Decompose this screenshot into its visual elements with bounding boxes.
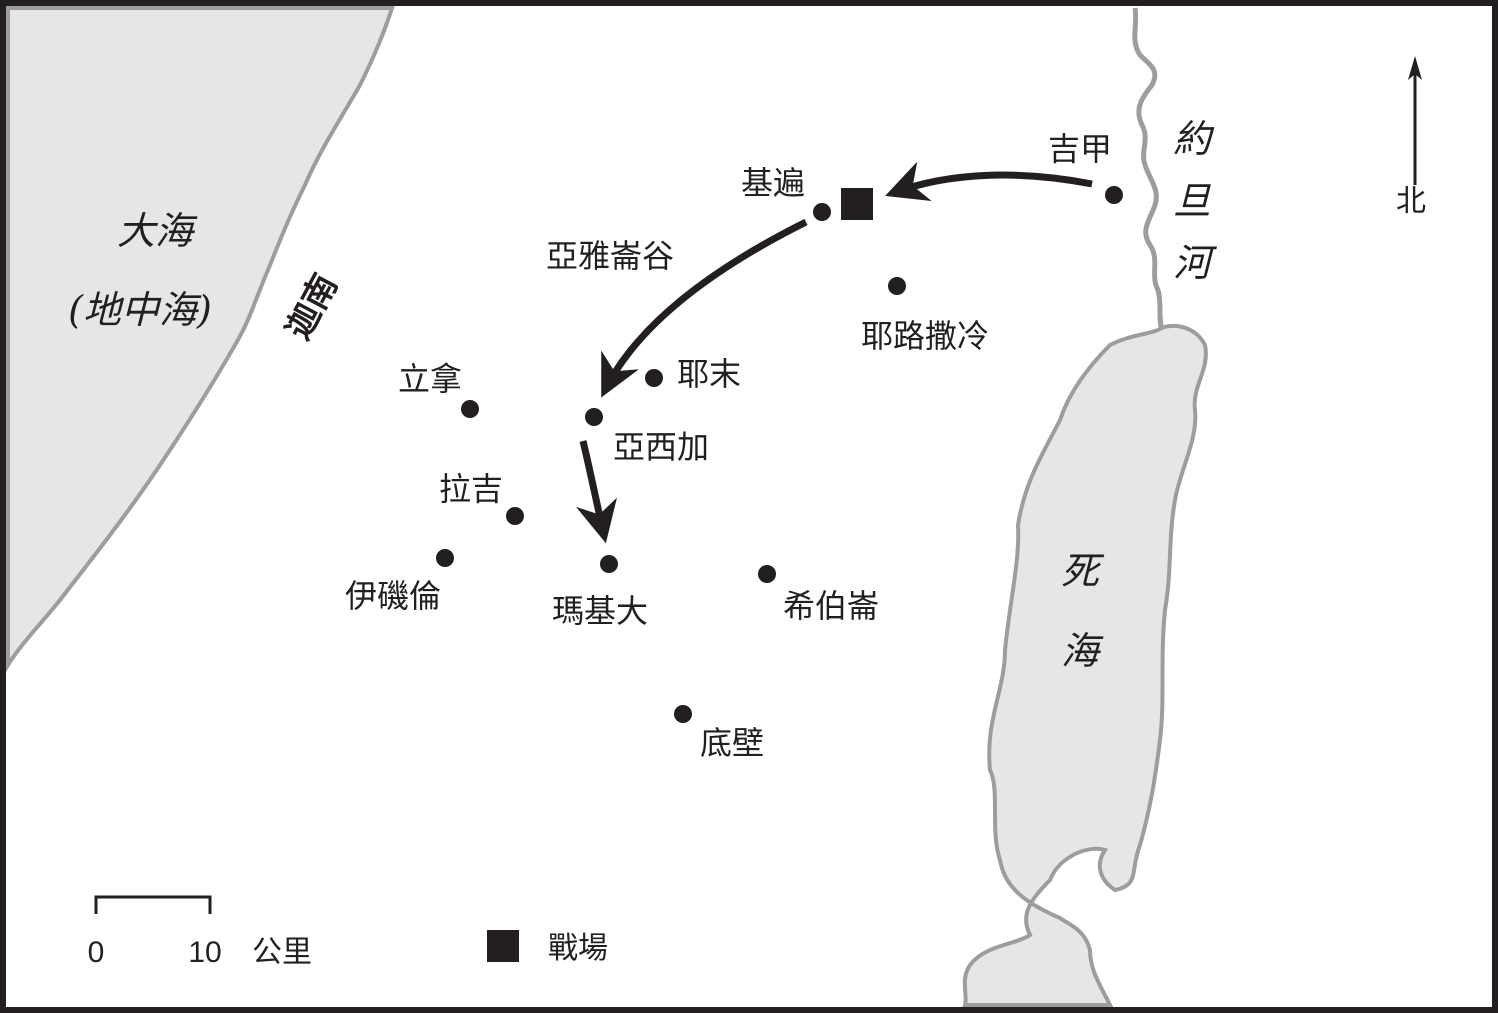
dot-makkedah (600, 555, 618, 573)
dot-gilgal (1105, 186, 1123, 204)
place-dots (436, 186, 1123, 723)
scale-bar (94, 895, 212, 914)
label-gibeon: 基遍 (741, 164, 805, 202)
label-hebron: 希伯崙 (783, 587, 879, 625)
dot-libnah (461, 400, 479, 418)
dot-azekah (585, 408, 603, 426)
battlefield-square-icon (841, 188, 873, 220)
label-makkedah: 瑪基大 (552, 592, 648, 630)
dead-sea-label-2: 海 (1061, 629, 1104, 673)
route-arrow-gibeon-azekah (601, 218, 808, 398)
legend-battlefield-label: 戰場 (548, 932, 608, 965)
scale-zero: 0 (88, 936, 105, 969)
dot-lachish (506, 507, 524, 525)
dot-eglon (436, 549, 454, 567)
dot-debir (674, 705, 692, 723)
label-eglon: 伊磯倫 (345, 577, 441, 615)
dot-gibeon (813, 203, 831, 221)
sea-label: 大海 (117, 209, 198, 253)
river-label-1: 約 (1173, 117, 1215, 161)
route-arrow-azekah-makkedah (576, 440, 617, 544)
dot-hebron (758, 565, 776, 583)
north-label: 北 (1396, 185, 1426, 218)
label-jerusalem: 耶路撒冷 (861, 317, 989, 355)
north-arrowhead-icon (1408, 56, 1422, 80)
label-jarmuth: 耶末 (677, 355, 741, 393)
label-gilgal: 吉甲 (1048, 130, 1112, 168)
route-arrow-gilgal-gibeon (885, 161, 1093, 202)
dead-sea-label-1: 死 (1061, 549, 1105, 593)
dot-jarmuth (645, 369, 663, 387)
dead-sea (962, 323, 1208, 1007)
river-label-3: 河 (1173, 241, 1218, 285)
label-azekah: 亞西加 (613, 428, 709, 466)
label-debir: 底壁 (700, 724, 764, 762)
label-libnah: 立拿 (398, 360, 462, 398)
scale-ten: 10 (188, 936, 221, 969)
jordan-river (1132, 7, 1165, 331)
sea-label-sub: (地中海) (68, 288, 212, 332)
label-lachish: 拉吉 (439, 470, 503, 508)
scale-unit: 公里 (252, 936, 312, 969)
label-aijalon-valley: 亞雅崙谷 (546, 237, 674, 275)
mediterranean-sea (6, 6, 395, 673)
river-label-2: 旦 (1173, 179, 1211, 223)
legend-square-icon (487, 930, 519, 962)
dot-jerusalem (888, 277, 906, 295)
